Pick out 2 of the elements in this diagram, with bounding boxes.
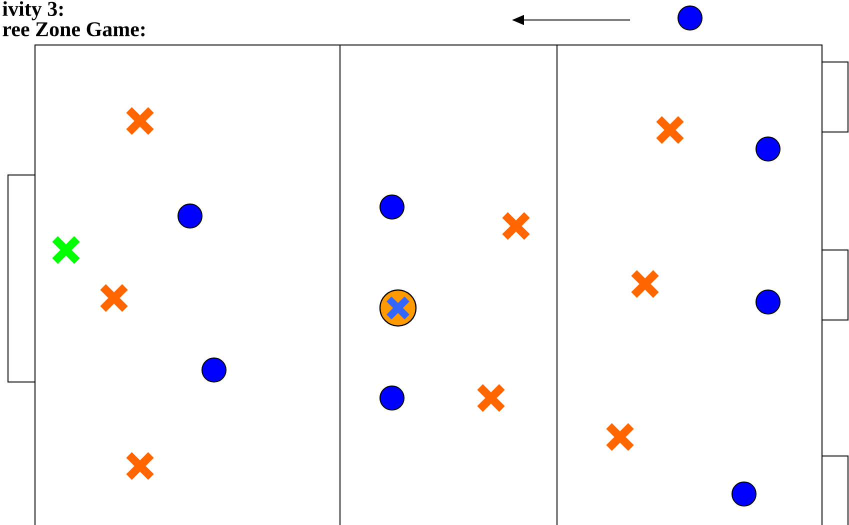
heading-text: ree Zone Game: — [2, 22, 145, 36]
heading-text: ivity 3: — [2, 1, 63, 20]
